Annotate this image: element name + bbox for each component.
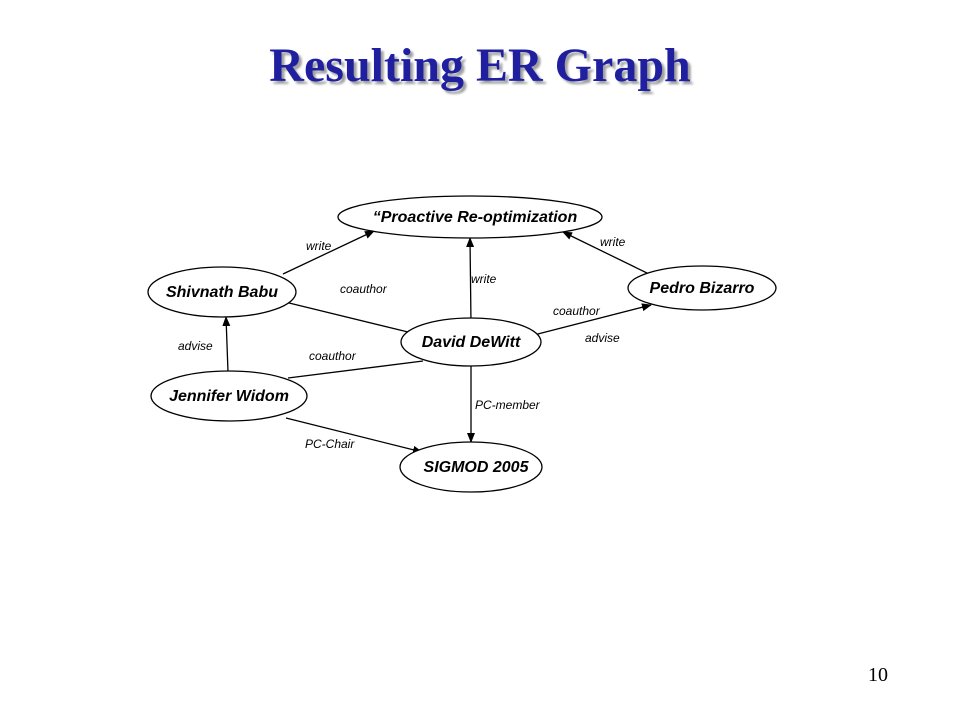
node-label-pedro: Pedro Bizarro [650,280,755,297]
edge-label-dewitt-pedro-advise: advise [585,331,620,345]
node-pedro-bizarro: Pedro Bizarro [627,265,777,311]
node-david-dewitt: David DeWitt [400,317,542,367]
node-label-paper: “Proactive Re-optimization [373,209,578,226]
node-label-widom: Jennifer Widom [169,388,289,405]
edge-widom-shivnath [222,316,231,373]
edge-labels: write write write coauthor coauthor advi… [178,235,626,451]
edge-dewitt-paper [466,237,475,325]
edge-widom-dewitt [287,360,424,379]
slide-title: Resulting ER Graph [269,39,691,92]
edges [222,230,652,454]
node-label-shivnath: Shivnath Babu [166,284,278,301]
edge-label-dewitt-write: write [471,272,497,286]
page-number: 10 [868,664,888,686]
edge-label-widom-dewitt-coauthor: coauthor [309,349,357,363]
edge-pedro-paper [562,231,650,275]
edge-label-shivnath-dewitt-coauthor: coauthor [340,282,388,296]
edge-widom-sigmod [285,417,423,454]
edge-label-dewitt-pedro-coauthor: coauthor [553,304,601,318]
edge-label-widom-sigmod-pcchair: PC-Chair [305,437,355,451]
edge-dewitt-pedro [529,303,652,337]
node-label-dewitt: David DeWitt [422,334,521,351]
node-paper: “Proactive Re-optimization [337,195,603,239]
node-shivnath-babu: Shivnath Babu [147,266,297,318]
edge-label-pedro-write: write [600,235,626,249]
edge-label-dewitt-sigmod-pcmember: PC-member [475,398,541,412]
edge-label-shivnath-write: write [306,239,332,253]
edge-shivnath-paper [282,230,375,275]
edge-shivnath-dewitt [284,301,409,333]
edge-label-widom-shivnath-advise: advise [178,339,213,353]
node-jennifer-widom: Jennifer Widom [150,370,308,422]
node-sigmod-2005: SIGMOD 2005 [399,441,543,493]
node-label-sigmod: SIGMOD 2005 [424,459,530,476]
